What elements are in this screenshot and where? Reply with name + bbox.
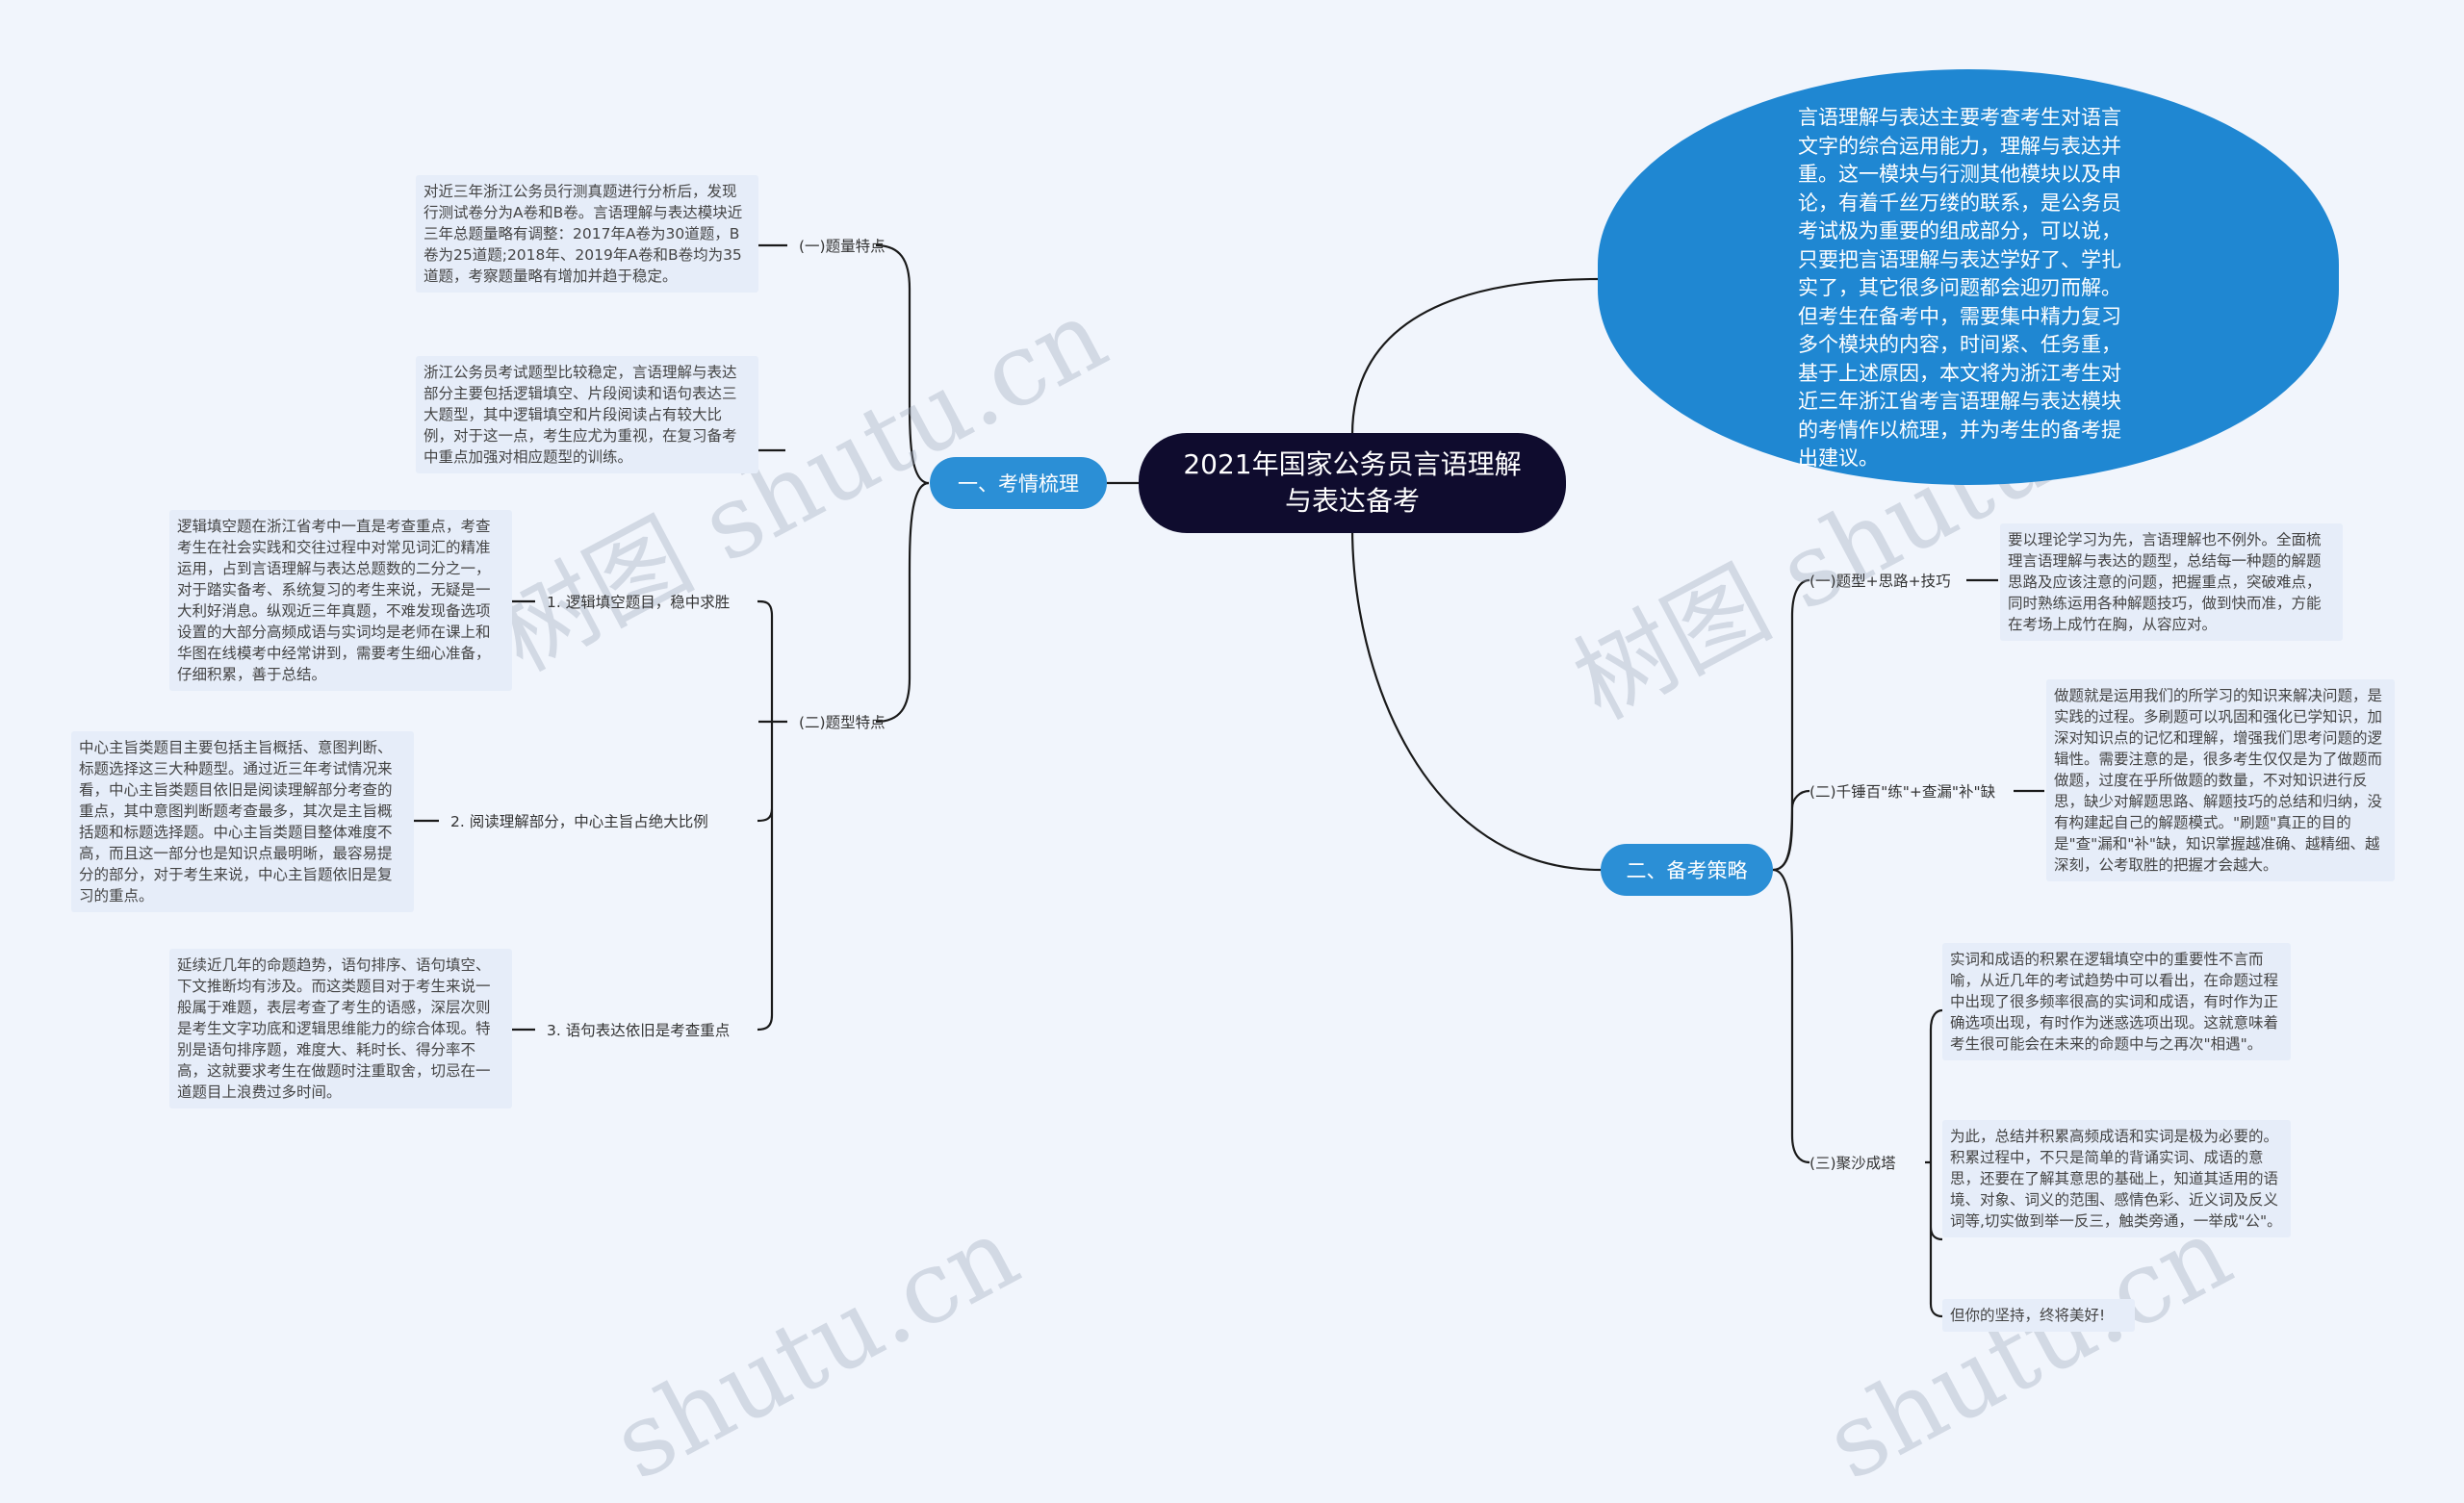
reading-note: 中心主旨类题目主要包括主旨概括、意图判断、标题选择这三大种题型。通过近三年考试情… bbox=[71, 731, 414, 912]
item-label: (三)聚沙成塔 bbox=[1810, 1155, 1896, 1172]
topic-label: (一)题量特点 bbox=[799, 238, 886, 255]
strategy-note-3c: 但你的坚持，终将美好! bbox=[1942, 1299, 2135, 1332]
item-label: (二)千锤百"练"+查漏"补"缺 bbox=[1810, 783, 1996, 801]
note-text: 做题就是运用我们的所学习的知识来解决问题，是实践的过程。多刷题可以巩固和强化已学… bbox=[2054, 687, 2383, 874]
branch-exam-analysis[interactable]: 一、考情梳理 bbox=[930, 457, 1107, 509]
note-text: 为此，总结并积累高频成语和实词是极为必要的。积累过程中，不只是简单的背诵实词、成… bbox=[1950, 1128, 2282, 1230]
link-root-intro bbox=[1350, 277, 1601, 436]
connector-lines bbox=[414, 243, 2044, 1318]
link-topic2-items bbox=[757, 599, 774, 1032]
note-text: 逻辑填空题在浙江省考中一直是考查重点，考查考生在社会实践和交往过程中对常见词汇的… bbox=[177, 518, 491, 683]
note-text: 浙江公务员考试题型比较稳定，言语理解与表达部分主要包括逻辑填空、片段阅读和语句表… bbox=[424, 364, 737, 466]
strategy-note-3b: 为此，总结并积累高频成语和实词是极为必要的。积累过程中，不只是简单的背诵实词、成… bbox=[1942, 1120, 2291, 1237]
note-text: 实词和成语的积累在逻辑填空中的重要性不言而喻，从近几年的考试趋势中可以看出，在命… bbox=[1950, 951, 2279, 1053]
link-left-topic1 bbox=[875, 243, 930, 485]
note-text: 但你的坚持，终将美好! bbox=[1950, 1307, 2106, 1324]
strategy-note-2: 做题就是运用我们的所学习的知识来解决问题，是实践的过程。多刷题可以巩固和强化已学… bbox=[2046, 679, 2395, 881]
strategy-note-3a: 实词和成语的积累在逻辑填空中的重要性不言而喻，从近几年的考试趋势中可以看出，在命… bbox=[1942, 943, 2291, 1060]
link-jusha-items bbox=[1925, 1008, 1943, 1318]
note-text: 要以理论学习为先，言语理解也不例外。全面梳理言语理解与表达的题型，总结每一种题的… bbox=[2008, 531, 2322, 633]
strategy-item-1[interactable]: (一)题型+思路+技巧 bbox=[1806, 569, 1955, 594]
sentence-note: 延续近几年的命题趋势，语句排序、语句填空、下文推断均有涉及。而这类题目对于考生来… bbox=[169, 949, 512, 1108]
item-label: (一)题型+思路+技巧 bbox=[1810, 573, 1951, 590]
strategy-item-2[interactable]: (二)千锤百"练"+查漏"补"缺 bbox=[1806, 779, 1999, 804]
note-text: 延续近几年的命题趋势，语句排序、语句填空、下文推断均有涉及。而这类题目对于考生来… bbox=[177, 956, 491, 1101]
topic-question-count[interactable]: (一)题量特点 bbox=[795, 234, 889, 259]
intro-bubble[interactable]: 言语理解与表达主要考查考生对语言文字的综合运用能力，理解与表达并重。这一模块与行… bbox=[1598, 69, 2339, 485]
strategy-note-1: 要以理论学习为先，言语理解也不例外。全面梳理言语理解与表达的题型，总结每一种题的… bbox=[2000, 523, 2343, 641]
link-root-right bbox=[1350, 526, 1602, 872]
item-label: 3. 语句表达依旧是考查重点 bbox=[547, 1022, 731, 1039]
question-types-note: 浙江公务员考试题型比较稳定，言语理解与表达部分主要包括逻辑填空、片段阅读和语句表… bbox=[416, 356, 758, 473]
topic-question-types[interactable]: (二)题型特点 bbox=[795, 710, 889, 735]
logic-fill-note: 逻辑填空题在浙江省考中一直是考查重点，考查考生在社会实践和交往过程中对常见词汇的… bbox=[169, 510, 512, 691]
item-sentence[interactable]: 3. 语句表达依旧是考查重点 bbox=[543, 1018, 733, 1043]
item-logic-fill[interactable]: 1. 逻辑填空题目，稳中求胜 bbox=[543, 590, 733, 615]
link-right-items bbox=[1772, 578, 1810, 1164]
note-text: 中心主旨类题目主要包括主旨概括、意图判断、标题选择这三大种题型。通过近三年考试情… bbox=[79, 739, 393, 904]
item-label: 2. 阅读理解部分，中心主旨占绝大比例 bbox=[450, 813, 708, 830]
item-reading[interactable]: 2. 阅读理解部分，中心主旨占绝大比例 bbox=[447, 809, 712, 834]
intro-text: 言语理解与表达主要考查考生对语言文字的综合运用能力，理解与表达并重。这一模块与行… bbox=[1798, 106, 2121, 470]
branch-label: 二、备考策略 bbox=[1626, 859, 1748, 882]
note-text: 对近三年浙江公务员行测真题进行分析后，发现行测试卷分为A卷和B卷。言语理解与表达… bbox=[424, 183, 743, 285]
branch-prep-strategy[interactable]: 二、备考策略 bbox=[1601, 844, 1773, 896]
strategy-item-3[interactable]: (三)聚沙成塔 bbox=[1806, 1151, 1900, 1176]
topic-label: (二)题型特点 bbox=[799, 714, 886, 731]
question-count-note: 对近三年浙江公务员行测真题进行分析后，发现行测试卷分为A卷和B卷。言语理解与表达… bbox=[416, 175, 758, 293]
item-label: 1. 逻辑填空题目，稳中求胜 bbox=[547, 594, 731, 611]
branch-label: 一、考情梳理 bbox=[958, 472, 1079, 496]
link-left-topic2 bbox=[875, 481, 930, 724]
root-topic[interactable]: 2021年国家公务员言语理解与表达备考 bbox=[1139, 433, 1566, 533]
root-title: 2021年国家公务员言语理解与表达备考 bbox=[1183, 448, 1522, 517]
